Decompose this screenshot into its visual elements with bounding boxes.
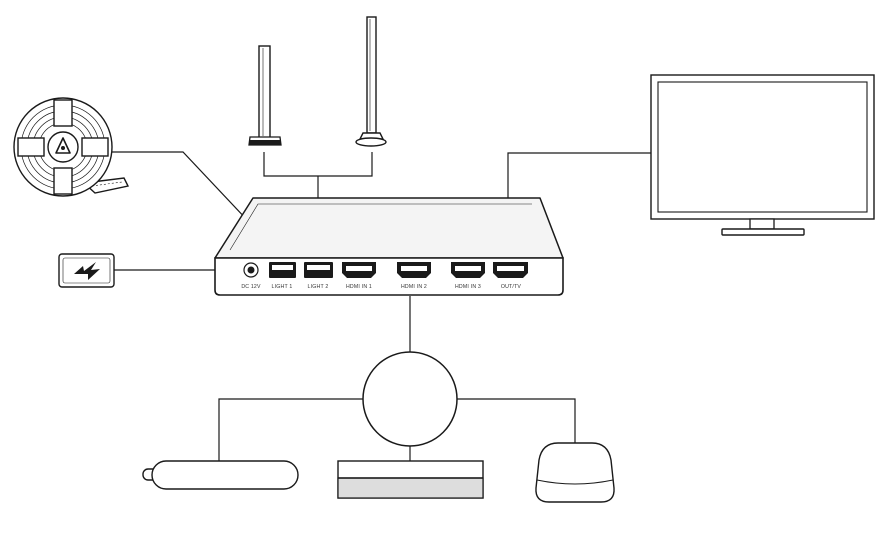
out-tv-port-label: OUT/TV	[501, 284, 522, 290]
switch-to-stick-line	[218, 398, 366, 461]
streaming-box	[535, 442, 615, 503]
switch-to-box-line	[456, 398, 576, 443]
light1-port-label: LIGHT 1	[272, 284, 293, 290]
dc-port-label: DC 12V	[241, 284, 261, 290]
dc-port: DC 12V	[241, 262, 261, 290]
hdmi-in1-port-label: HDMI IN 1	[346, 284, 372, 290]
power-adapter	[58, 253, 115, 288]
hdmi-port-in3: HDMI IN 3	[451, 262, 485, 290]
television	[650, 74, 875, 236]
hdmi-port-in1: HDMI IN 1	[342, 262, 376, 290]
hdmi-port-in2: HDMI IN 2	[397, 262, 431, 290]
source-switch-circle	[362, 351, 458, 447]
light-bar-short	[248, 45, 282, 146]
hdmi-in2-port-label: HDMI IN 2	[401, 284, 427, 290]
light2-port-label: LIGHT 2	[308, 284, 329, 290]
usb-port-light2: LIGHT 2	[304, 262, 333, 290]
game-console	[337, 460, 484, 499]
usb-port-light1: LIGHT 1	[269, 262, 296, 290]
streaming-stick	[142, 460, 299, 490]
hdmi-in3-port-label: HDMI IN 3	[455, 284, 481, 290]
lightning-icon	[74, 262, 100, 280]
light-bar-tall	[355, 16, 387, 147]
hdmi-port-out-tv: OUT/TV	[493, 262, 528, 290]
hub-device: DC 12V LIGHT 1 LIGHT 2 HDMI IN 1 HDMI IN…	[214, 197, 564, 296]
bars-to-light2-line	[263, 152, 373, 177]
led-light-strip	[13, 97, 130, 197]
